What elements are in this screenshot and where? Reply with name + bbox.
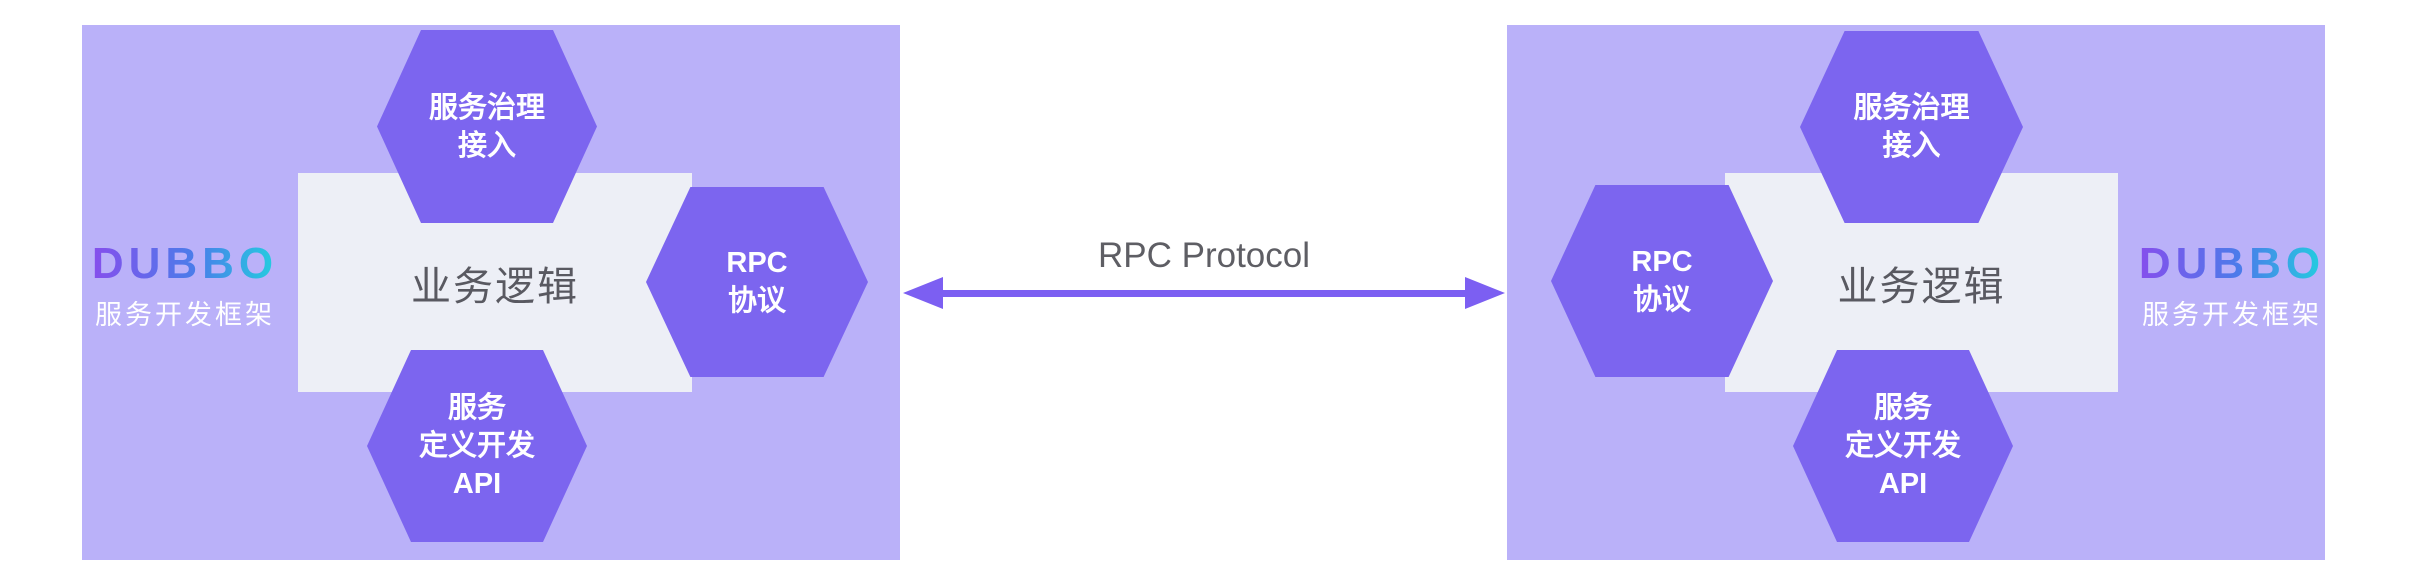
- service-governance-hexagon: 服务治理 接入: [377, 30, 597, 223]
- service-definition-api-hexagon: 服务 定义开发 API: [1793, 350, 2013, 542]
- service-api-label-line3: API: [452, 468, 502, 500]
- dubbo-framework-panel-left: DUBBO 服务开发框架 业务逻辑 服务治理 接入 RPC 协议 服务 定义开发…: [82, 25, 900, 560]
- service-api-label-line1: 服务: [447, 392, 506, 424]
- business-logic-label: 业务逻辑: [411, 264, 579, 309]
- service-governance-label-line2: 接入: [1882, 130, 1941, 162]
- rpc-protocol-hexagon-label-line2: 协议: [727, 285, 786, 317]
- arrowhead-left-icon: [903, 277, 943, 309]
- dubbo-logo-wordmark: DUBBO: [85, 241, 285, 287]
- service-api-label-line2: 定义开发: [418, 430, 535, 462]
- dubbo-logo-right: DUBBO 服务开发框架: [2132, 241, 2332, 332]
- dubbo-framework-panel-right: RPC 协议 业务逻辑 服务治理 接入 服务 定义开发 API DUBBO 服务…: [1507, 25, 2325, 560]
- rpc-protocol-label: RPC Protocol: [1097, 236, 1311, 275]
- rpc-protocol-hexagon-label-line1: RPC: [1631, 246, 1693, 278]
- business-logic-label: 业务逻辑: [1837, 264, 2006, 309]
- rpc-protocol-hexagon-label-line1: RPC: [726, 247, 788, 279]
- dubbo-logo-subtitle: 服务开发框架: [95, 300, 275, 330]
- rpc-protocol-hexagon-label-line2: 协议: [1632, 284, 1691, 316]
- service-governance-hexagon: 服务治理 接入: [1800, 31, 2023, 223]
- rpc-protocol-hexagon: RPC 协议: [646, 187, 868, 377]
- arrowhead-right-icon: [1465, 277, 1505, 309]
- service-governance-label-line1: 服务治理: [1853, 92, 1970, 124]
- service-governance-label-line2: 接入: [457, 129, 516, 162]
- service-definition-api-hexagon: 服务 定义开发 API: [367, 350, 587, 542]
- rpc-arrow-shaft: [934, 290, 1474, 297]
- service-governance-label-line1: 服务治理: [428, 91, 545, 124]
- service-api-label-line2: 定义开发: [1844, 430, 1961, 462]
- rpc-protocol-hexagon: RPC 协议: [1551, 185, 1773, 377]
- dubbo-logo-left: DUBBO 服务开发框架: [85, 241, 285, 332]
- dubbo-logo-wordmark: DUBBO: [2132, 241, 2332, 287]
- dubbo-logo-subtitle: 服务开发框架: [2142, 300, 2322, 330]
- service-api-label-line3: API: [1878, 468, 1928, 500]
- service-api-label-line1: 服务: [1873, 392, 1932, 424]
